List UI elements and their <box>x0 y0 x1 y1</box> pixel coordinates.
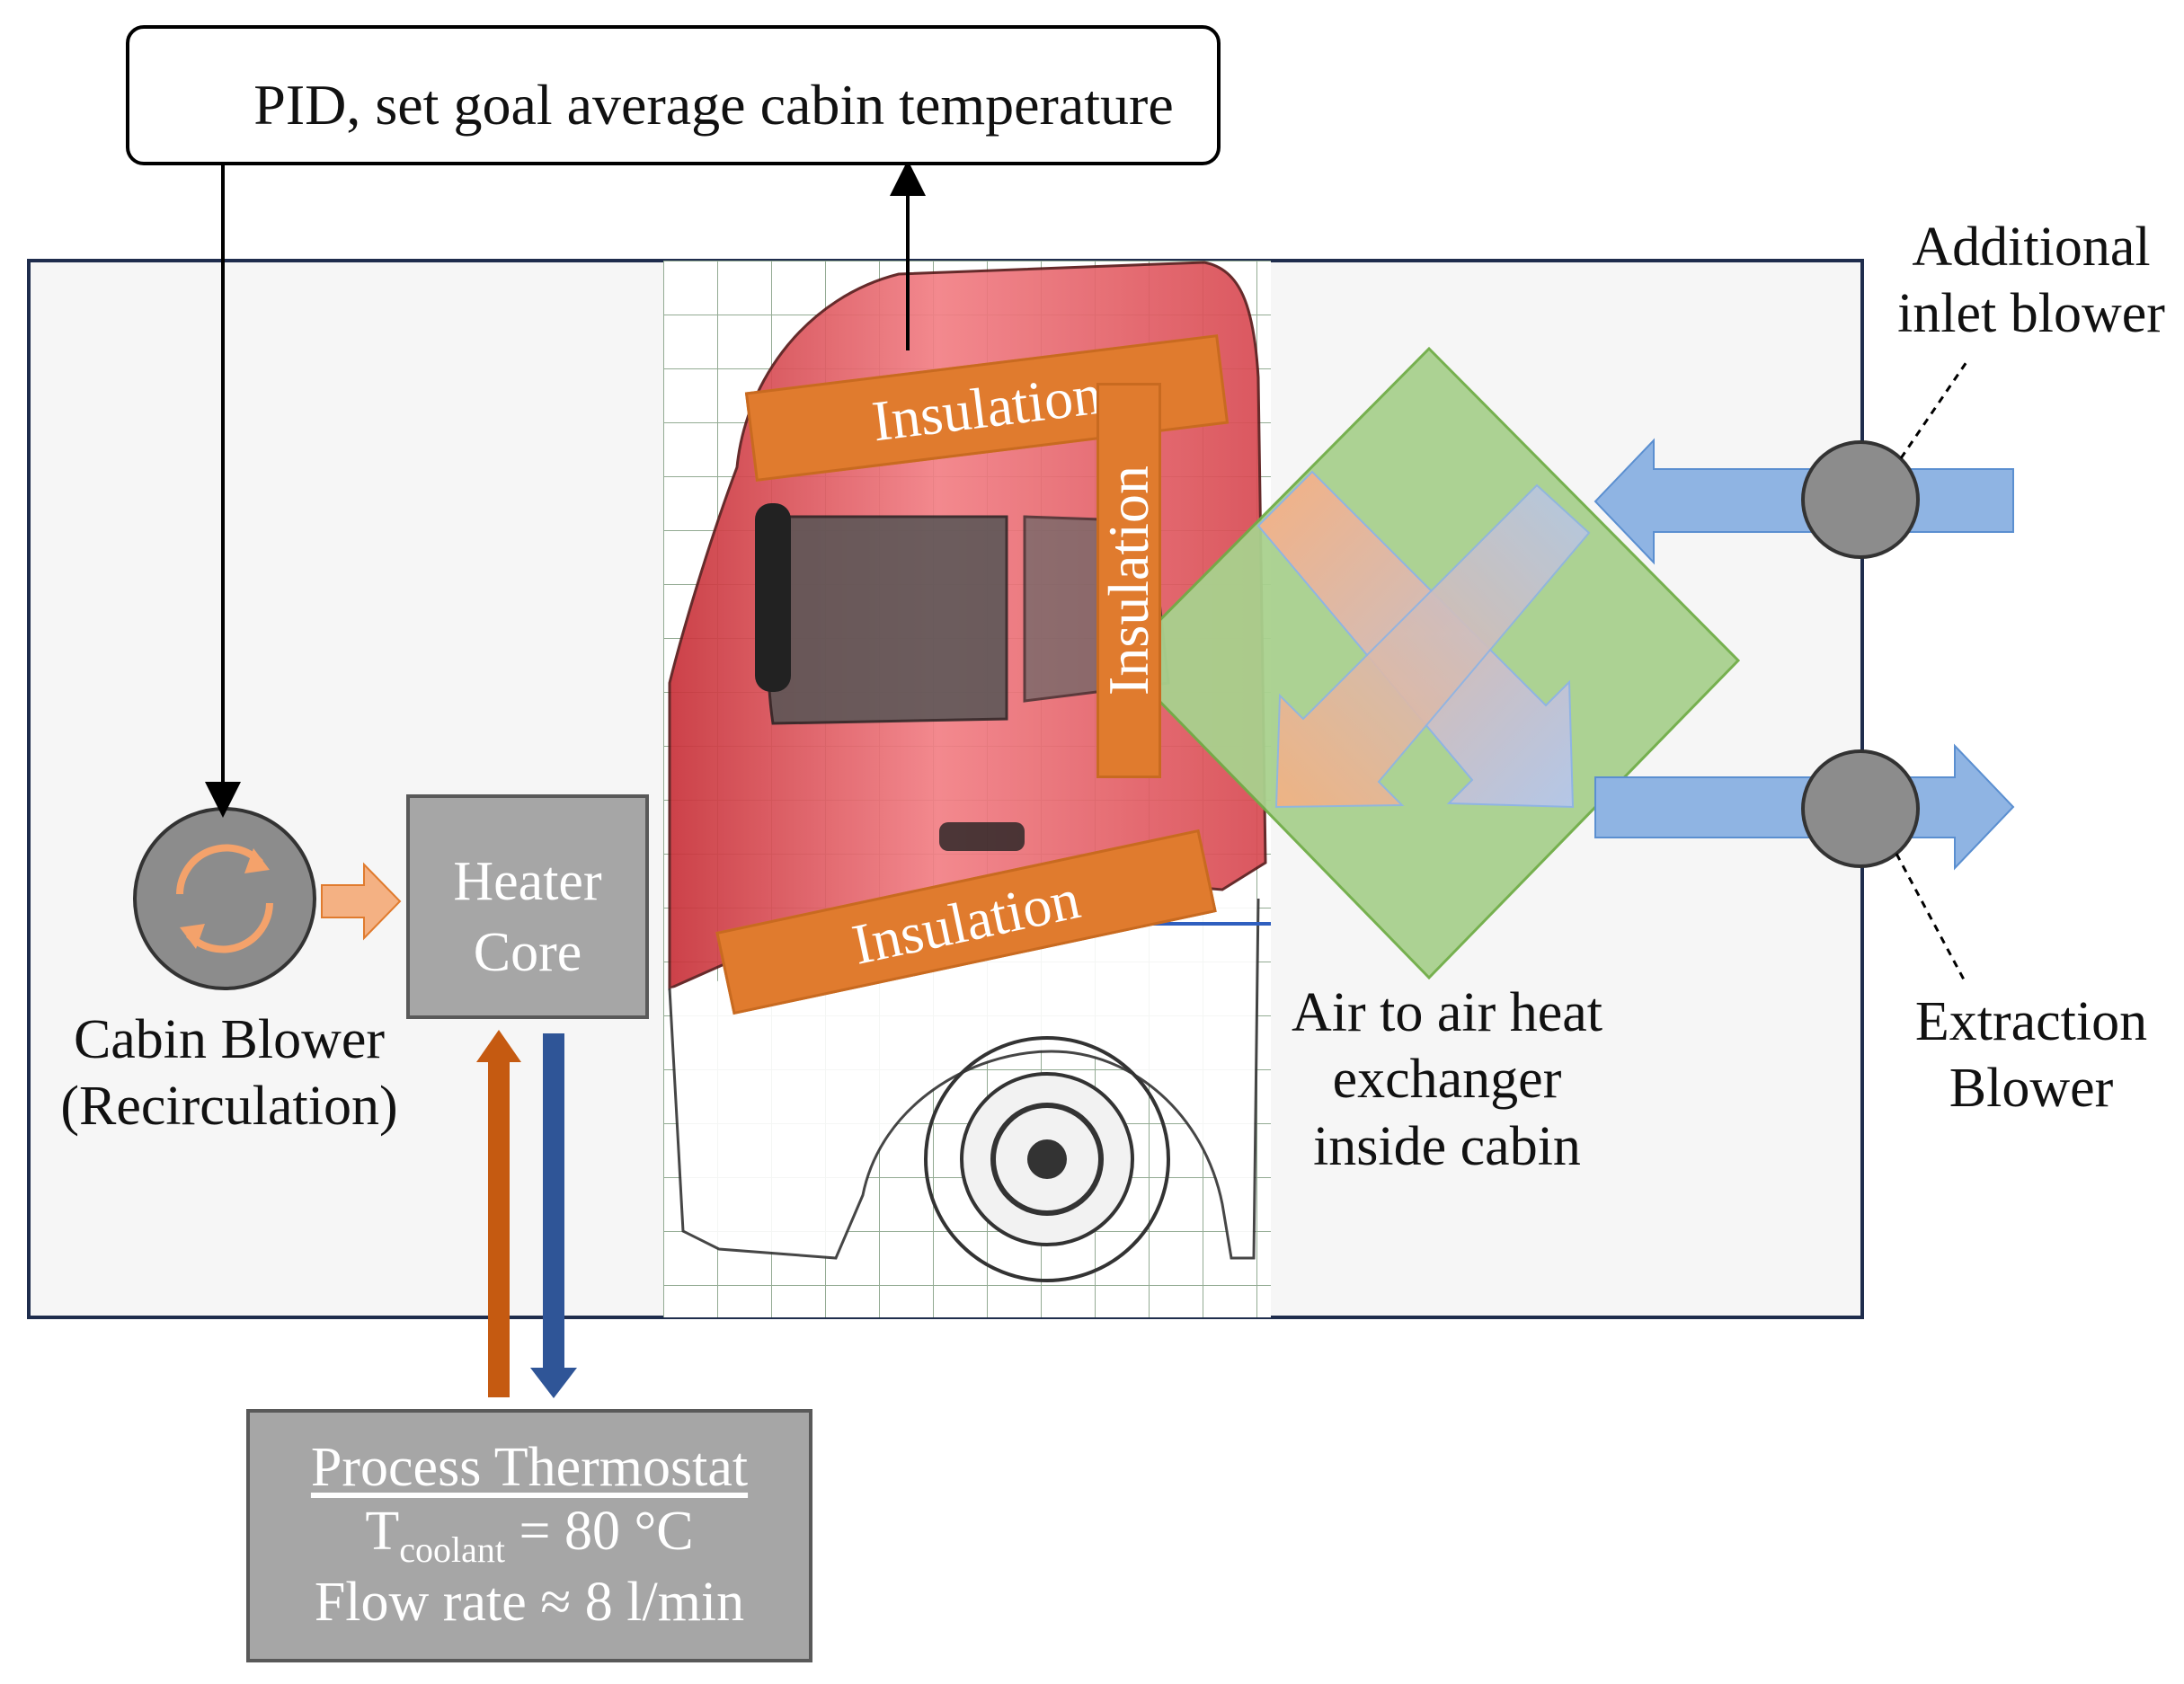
inlet-blower-label: Additional inlet blower <box>1878 214 2184 348</box>
heater-core-box: Heater Core <box>406 794 649 1019</box>
inlet-blower-line1: Additional <box>1912 217 2151 278</box>
process-thermostat-box: Process Thermostat Tcoolant = 80 °C Flow… <box>246 1409 812 1662</box>
temp-value: = 80 °C <box>504 1501 694 1563</box>
cabin-blower-icon <box>133 807 316 990</box>
heat-exchanger-label: Air to air heat exchanger inside cabin <box>1240 979 1654 1180</box>
extraction-blower-label: Extraction Blower <box>1878 988 2184 1122</box>
thermostat-temperature: Tcoolant = 80 °C <box>250 1500 809 1571</box>
heat-exchanger-line1: Air to air heat <box>1291 982 1603 1043</box>
thermostat-title: Process Thermostat <box>310 1437 749 1498</box>
extraction-blower-leader <box>1895 853 1966 980</box>
temp-symbol: T <box>365 1501 400 1563</box>
extraction-blower-icon <box>1801 749 1920 868</box>
hot-coolant-arrow <box>476 1030 521 1397</box>
cabin-blower-line1: Cabin Blower <box>73 1009 386 1070</box>
blower-to-heater-arrow <box>321 862 402 941</box>
inlet-blower-leader <box>1899 359 1970 459</box>
cabin-blower-line2: (Recirculation) <box>60 1076 398 1138</box>
inlet-blower-line2: inlet blower <box>1897 283 2165 345</box>
pid-controller-box: PID, set goal average cabin temperature <box>126 25 1221 165</box>
heat-exchanger-line3: inside cabin <box>1313 1115 1581 1177</box>
exchanger-flow-arrow-left <box>1274 483 1591 809</box>
insulation-right: Insulation <box>1096 383 1161 778</box>
heater-core-label-line1: Heater <box>453 851 602 912</box>
extraction-blower-line2: Blower <box>1949 1058 2114 1120</box>
temp-subscript: coolant <box>399 1529 505 1571</box>
thermostat-flow-rate: Flow rate ≈ 8 l/min <box>314 1572 745 1634</box>
pid-label: PID, set goal average cabin temperature <box>253 73 1174 137</box>
heater-core-label-line2: Core <box>473 922 582 984</box>
heat-exchanger-line2: exchanger <box>1332 1049 1562 1111</box>
inlet-blower-icon <box>1801 440 1920 559</box>
cabin-blower-label: Cabin Blower (Recirculation) <box>27 1006 431 1140</box>
extraction-blower-line1: Extraction <box>1914 991 2148 1052</box>
cold-coolant-arrow <box>530 1033 577 1398</box>
